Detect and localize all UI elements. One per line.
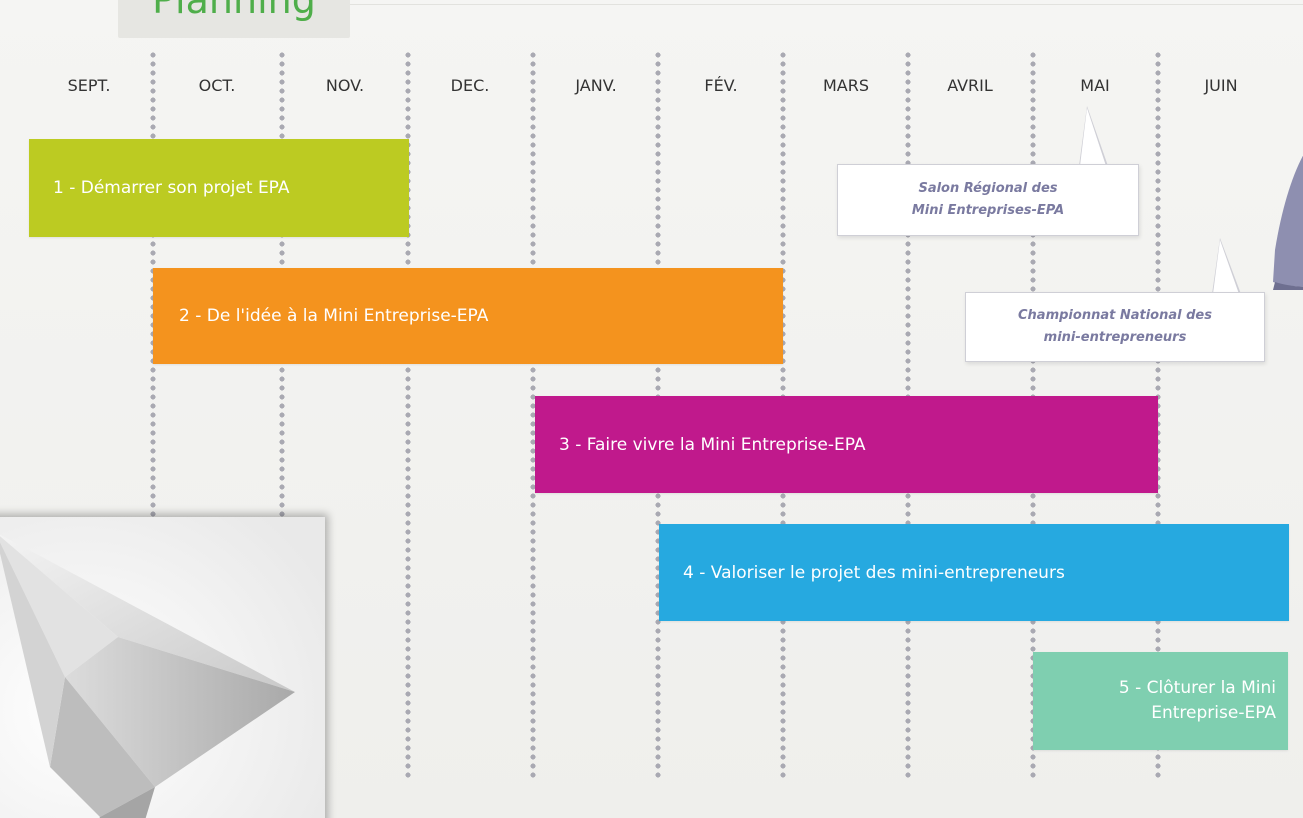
phase-label: 4 - Valoriser le projet des mini-entrepr…: [683, 562, 1065, 583]
month-label: OCT.: [198, 76, 236, 95]
month-label: AVRIL: [947, 76, 993, 95]
phase-bar-5: 5 - Clôturer la Mini Entreprise-EPA: [1033, 652, 1288, 750]
month-label: FÉV.: [704, 76, 738, 95]
callout-line: mini-entrepreneurs: [1043, 330, 1187, 345]
top-border: [350, 4, 1303, 5]
phase-bar-2: 2 - De l'idée à la Mini Entreprise-EPA: [153, 268, 783, 364]
month-label: JUIN: [1204, 76, 1238, 95]
month-divider: [530, 52, 536, 780]
month-divider: [1155, 52, 1161, 780]
phase-bar-4: 4 - Valoriser le projet des mini-entrepr…: [659, 524, 1289, 621]
month-divider: [279, 52, 285, 780]
paper-plane-icon: [0, 517, 325, 818]
side-decoration: [1273, 155, 1303, 290]
month-label: DEC.: [450, 76, 490, 95]
phase-label: 3 - Faire vivre la Mini Entreprise-EPA: [559, 434, 866, 455]
month-label: MARS: [822, 76, 870, 95]
month-divider: [150, 52, 156, 780]
phase-label: 1 - Démarrer son projet EPA: [53, 178, 290, 198]
callout-line: Salon Régional des: [918, 181, 1058, 196]
month-label: MAI: [1080, 76, 1110, 95]
month-label: JANV.: [575, 76, 617, 95]
phase-bar-3: 3 - Faire vivre la Mini Entreprise-EPA: [535, 396, 1158, 493]
phase-bar-1: 1 - Démarrer son projet EPA: [29, 139, 409, 237]
callout-pointer: [1213, 240, 1239, 294]
month-divider: [405, 52, 411, 780]
callout-line: Championnat National des: [1018, 308, 1212, 323]
month-label: SEPT.: [67, 76, 111, 95]
callout-salon-regional: Salon Régional des Mini Entreprises-EPA: [837, 164, 1139, 236]
month-label: NOV.: [325, 76, 365, 95]
paper-plane-image: [0, 517, 325, 818]
callout-line: Mini Entreprises-EPA: [911, 203, 1065, 218]
callout-championnat-national: Championnat National des mini-entreprene…: [965, 292, 1265, 362]
callout-pointer: [1080, 108, 1106, 166]
title-tab: Planning: [118, 0, 350, 38]
page-title: Planning: [152, 0, 316, 22]
phase-label: 2 - De l'idée à la Mini Entreprise-EPA: [179, 306, 489, 326]
phase-label: 5 - Clôturer la Mini Entreprise-EPA: [1118, 678, 1276, 723]
